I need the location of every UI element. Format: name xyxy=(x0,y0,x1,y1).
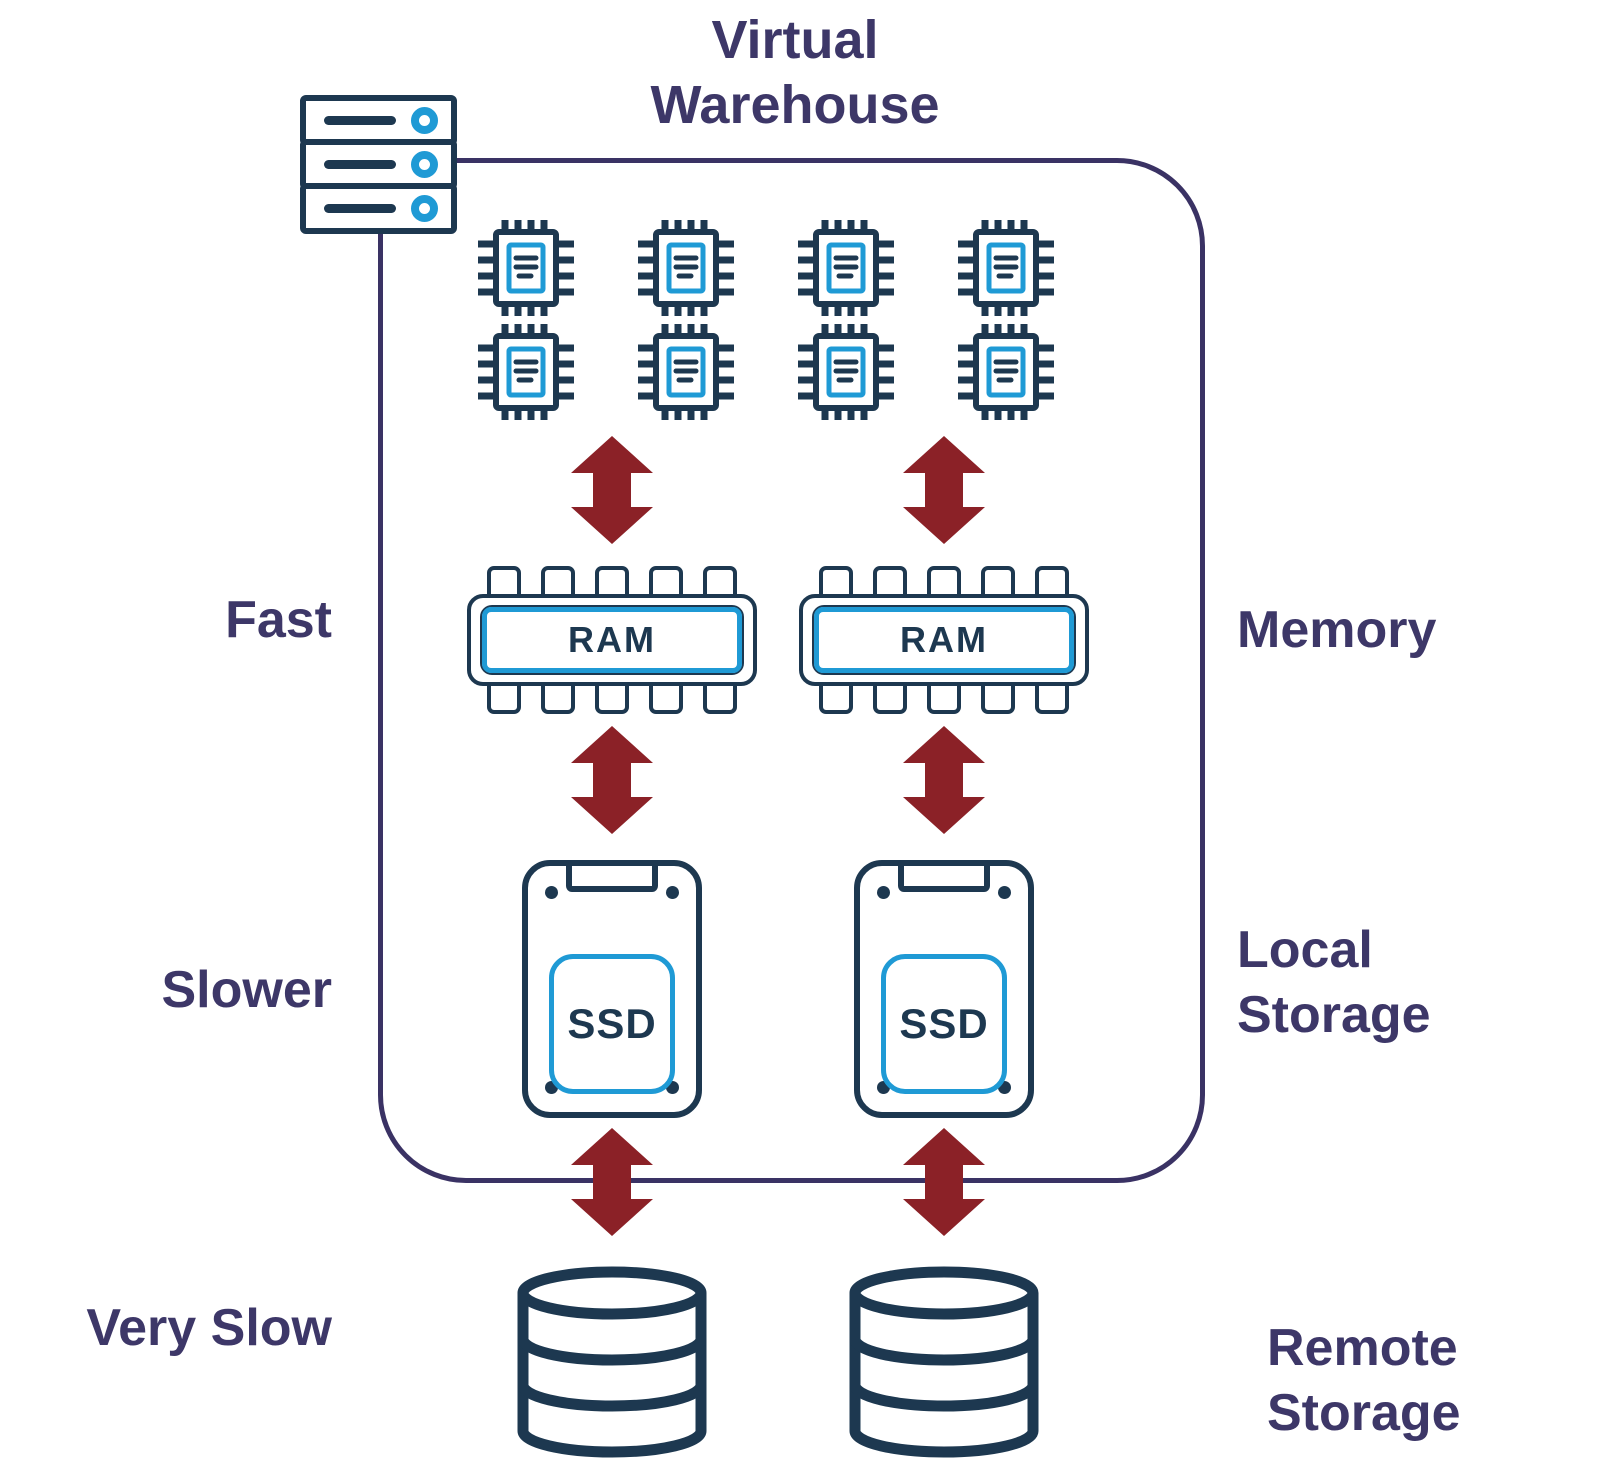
tier-label-memory: Memory xyxy=(1237,601,1437,659)
speed-label-slower: Slower xyxy=(161,961,333,1019)
database-cylinder-icon xyxy=(512,1266,712,1458)
ssd-label: SSD xyxy=(881,954,1007,1094)
bidirectional-arrow-icon xyxy=(902,726,986,834)
cpu-chip-icon xyxy=(798,220,894,316)
cpu-chip-icon xyxy=(478,220,574,316)
server-slot-bar xyxy=(324,160,396,169)
bidirectional-arrow-icon xyxy=(570,726,654,834)
ram-pins xyxy=(799,566,1089,604)
bidirectional-arrow-icon xyxy=(902,1128,986,1236)
server-unit xyxy=(300,139,457,190)
title-line-1: Virtual xyxy=(711,10,879,70)
server-rack-icon xyxy=(300,95,457,234)
speed-label-very-slow: Very Slow xyxy=(86,1299,332,1357)
title-line-2: Warehouse xyxy=(650,74,940,135)
screw-icon xyxy=(545,886,558,899)
cpu-chip-icon xyxy=(638,220,734,316)
screw-icon xyxy=(998,886,1011,899)
server-unit xyxy=(300,183,457,234)
database-cylinder-icon xyxy=(844,1266,1044,1458)
server-led-icon xyxy=(411,107,438,134)
ram-module-icon: RAM xyxy=(799,566,1089,714)
ram-module-icon: RAM xyxy=(467,566,757,714)
bidirectional-arrow-icon xyxy=(570,436,654,544)
ssd-connector xyxy=(566,860,658,892)
cpu-chip-icon xyxy=(958,220,1054,316)
server-slot-bar xyxy=(324,116,396,125)
ssd-drive-icon: SSD xyxy=(854,860,1034,1118)
ssd-drive-icon: SSD xyxy=(522,860,702,1118)
cpu-chip-icon xyxy=(958,324,1054,420)
speed-label-fast: Fast xyxy=(225,591,332,649)
virtual-warehouse-boundary xyxy=(378,158,1205,1183)
ram-body: RAM xyxy=(467,594,757,686)
bidirectional-arrow-icon xyxy=(902,436,986,544)
server-slot-bar xyxy=(324,204,396,213)
cpu-chip-grid xyxy=(478,220,1054,420)
server-led-icon xyxy=(411,151,438,178)
cpu-chip-icon xyxy=(798,324,894,420)
ram-label: RAM xyxy=(482,607,742,673)
cpu-chip-icon xyxy=(638,324,734,420)
cpu-chip-icon xyxy=(478,324,574,420)
server-led-icon xyxy=(411,195,438,222)
tier-label-local-storage: Local Storage xyxy=(1237,921,1431,1044)
page-title: Virtual Warehouse xyxy=(545,8,1045,138)
ssd-connector xyxy=(898,860,990,892)
screw-icon xyxy=(666,886,679,899)
screw-icon xyxy=(877,886,890,899)
ssd-label: SSD xyxy=(549,954,675,1094)
bidirectional-arrow-icon xyxy=(570,1128,654,1236)
tier-label-remote-storage: Remote Storage xyxy=(1267,1319,1461,1442)
ram-body: RAM xyxy=(799,594,1089,686)
ram-label: RAM xyxy=(814,607,1074,673)
